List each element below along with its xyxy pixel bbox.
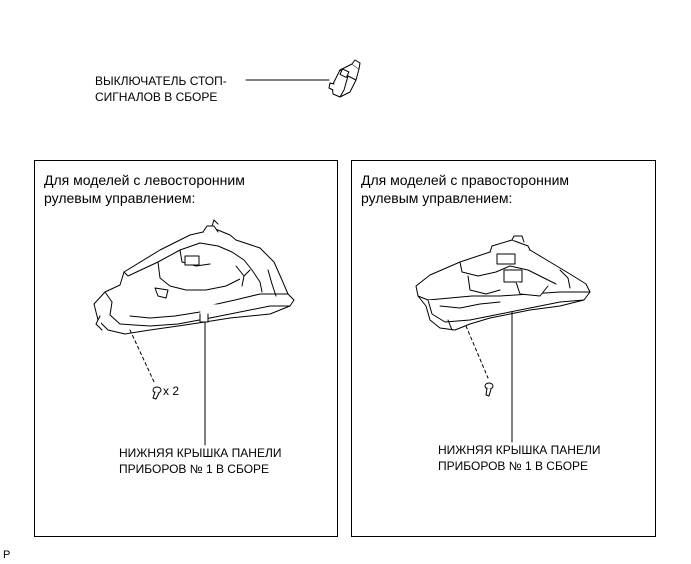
left-part-label-line2: ПРИБОРОВ № 1 В СБОРЕ (119, 462, 270, 476)
right-panel-title-line1: Для моделей с правосторонним (361, 172, 570, 188)
right-lower-panel-drawing (415, 235, 591, 331)
right-screw-icon (484, 382, 494, 397)
left-panel-title-line1: Для моделей с левосторонним (44, 172, 245, 188)
left-lower-panel-drawing (93, 219, 295, 335)
stop-light-switch-drawing (328, 59, 361, 98)
figure-code: P (3, 549, 11, 561)
left-screw-dashed-line (129, 329, 156, 385)
right-screw-dashed-line (465, 325, 489, 379)
right-part-label-line1: НИЖНЯЯ КРЫШКА ПАНЕЛИ (438, 443, 601, 457)
left-hand-drive-panel (34, 160, 338, 537)
switch-label-line1: ВЫКЛЮЧАТЕЛЬ СТОП- (95, 74, 227, 88)
left-screw-icon (152, 386, 162, 400)
left-part-label-line1: НИЖНЯЯ КРЫШКА ПАНЕЛИ (119, 446, 282, 460)
left-panel-title-line2: рулевым управлением: (44, 190, 196, 206)
right-part-label-line2: ПРИБОРОВ № 1 В СБОРЕ (438, 459, 589, 473)
screw-count-label: x 2 (163, 384, 180, 398)
right-hand-drive-panel (351, 160, 656, 537)
right-panel-title-line2: рулевым управлением: (361, 190, 513, 206)
switch-label-line2: СИГНАЛОВ В СБОРЕ (95, 90, 218, 104)
